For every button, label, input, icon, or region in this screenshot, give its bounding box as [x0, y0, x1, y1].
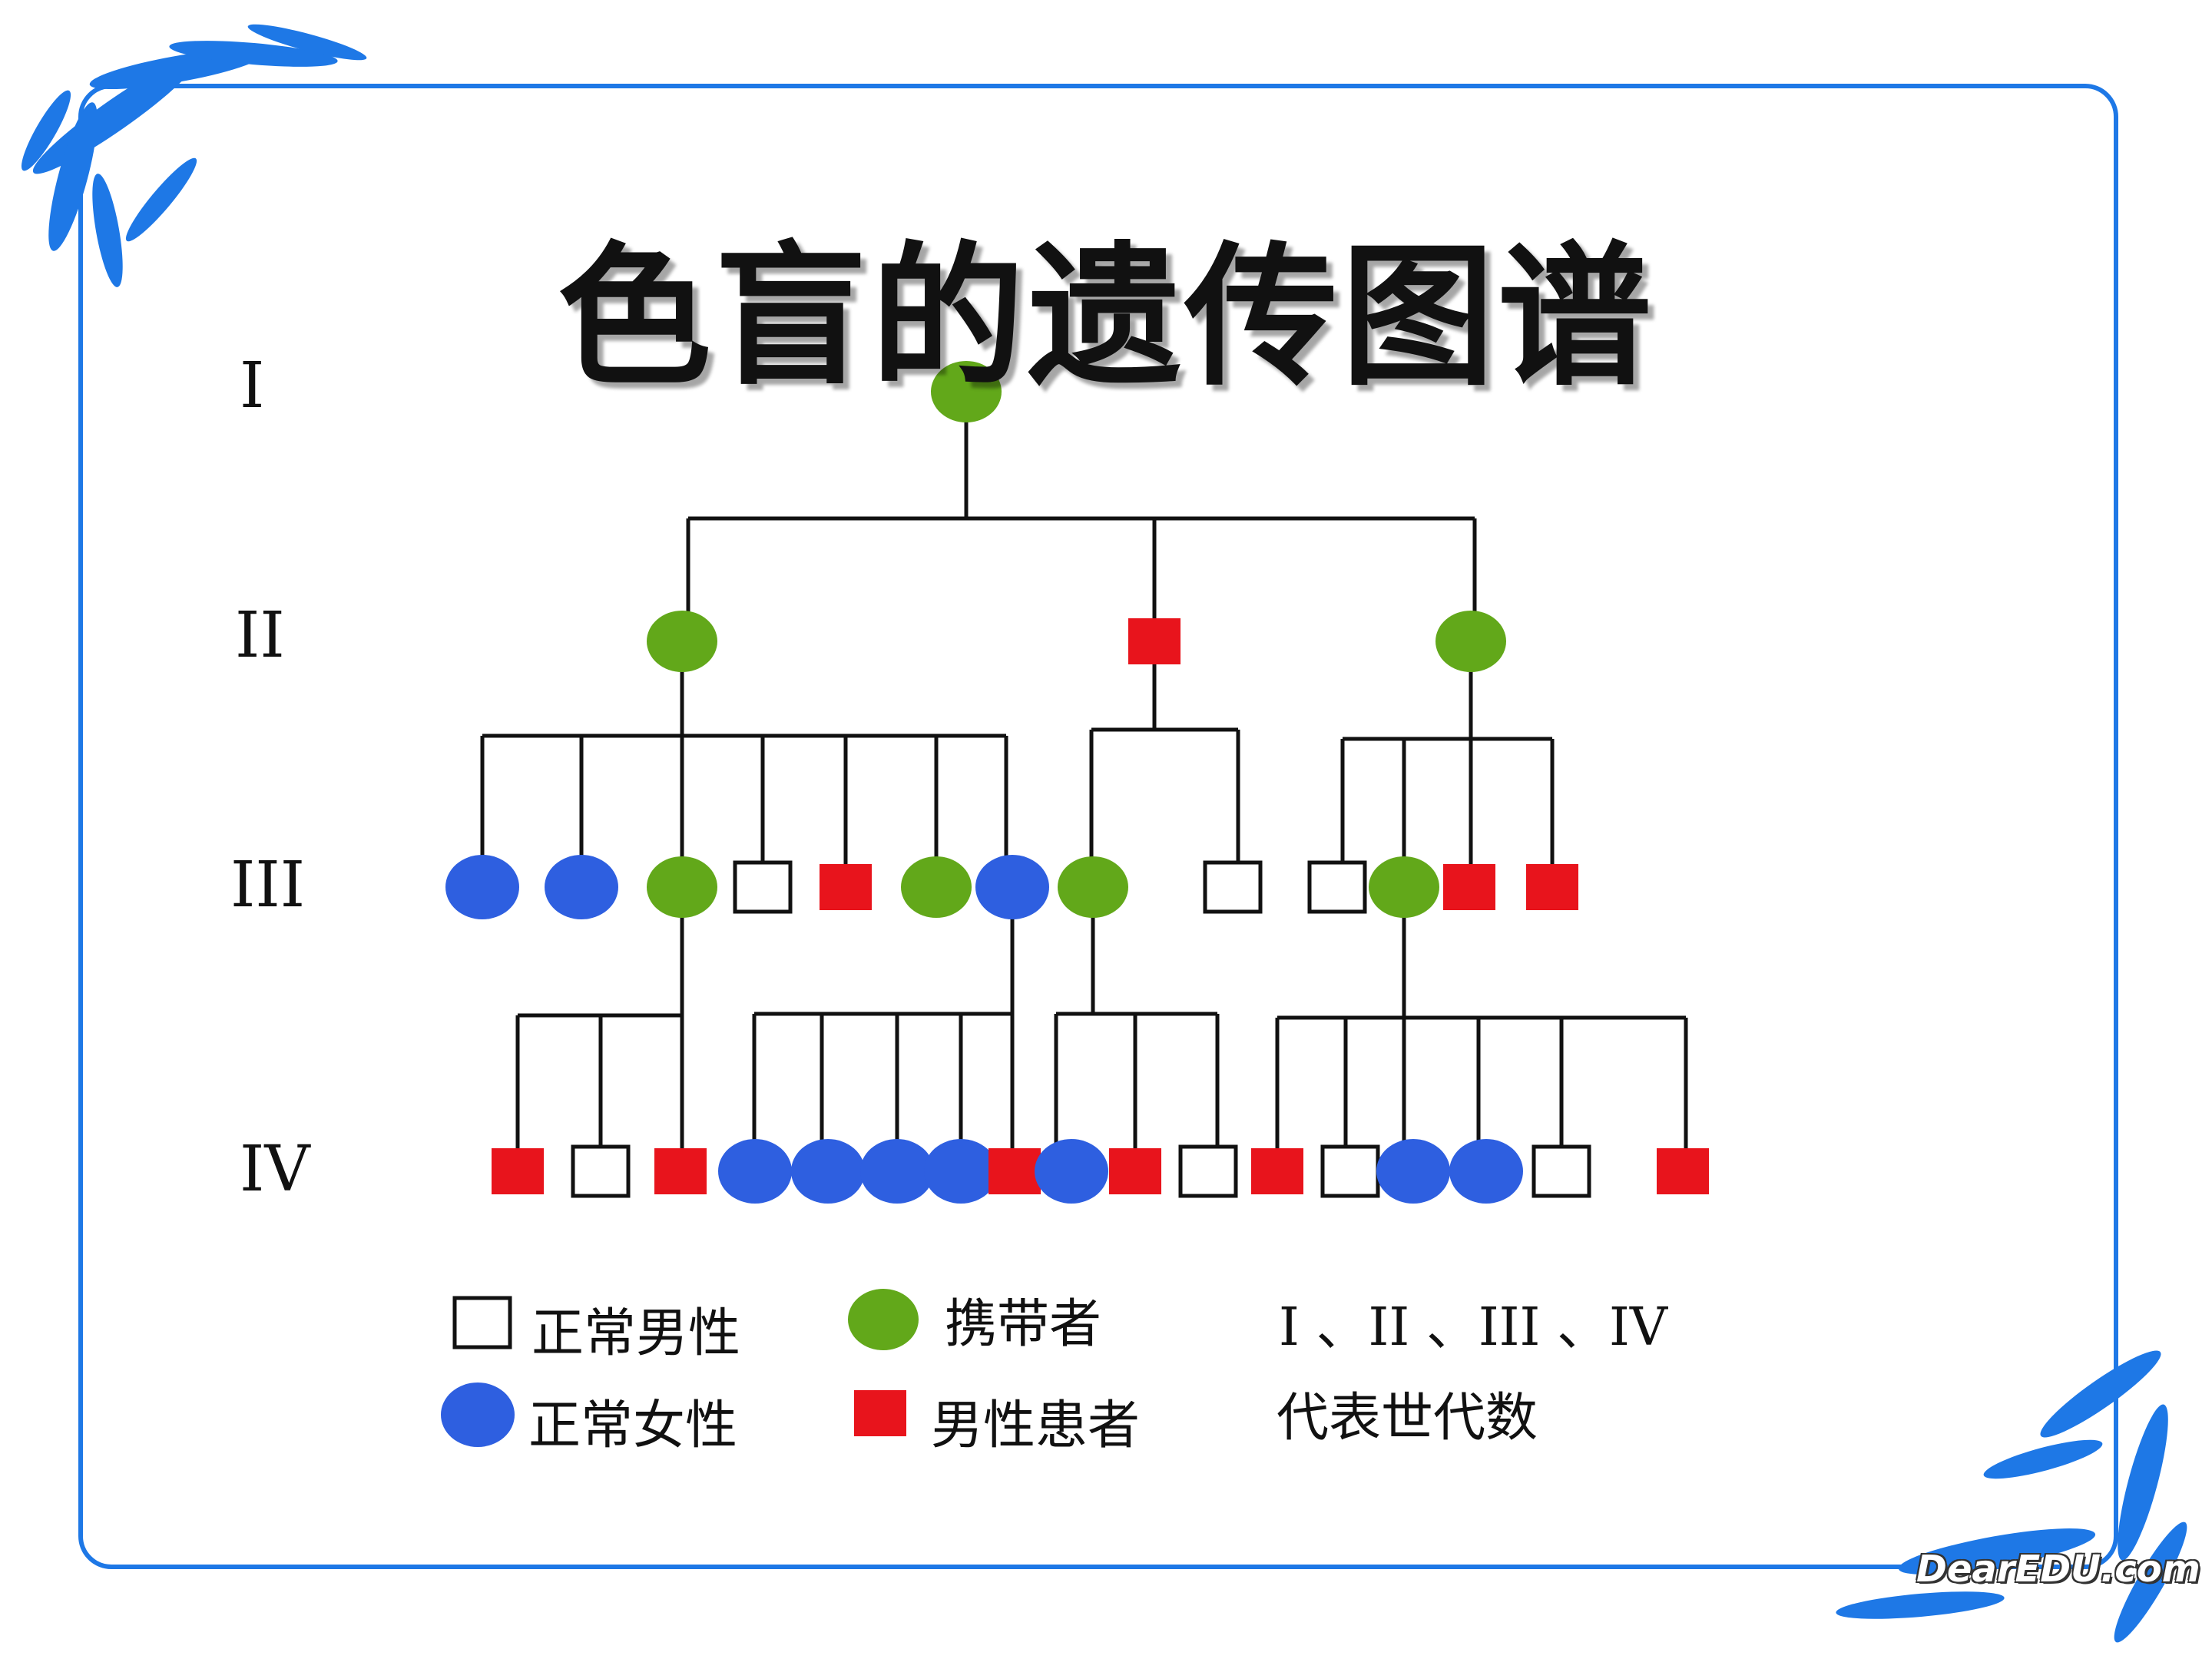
- decor-petal: [2114, 1522, 2187, 1643]
- legend-affected-male-icon: [854, 1390, 906, 1436]
- gen4-normal-female: [860, 1139, 934, 1204]
- gen1-carrier: [931, 361, 1002, 422]
- site-logo: DearEDU.com: [1916, 1548, 2200, 1591]
- decor-petal: [247, 24, 367, 61]
- gen3-carrier: [1369, 856, 1439, 918]
- gen2-carrier: [647, 611, 717, 672]
- decor-petal: [2040, 1350, 2161, 1438]
- gen4-normal-female: [1449, 1139, 1523, 1204]
- gen3-normal-female: [975, 855, 1049, 919]
- page-title: 色盲的遗传图谱: [557, 228, 1654, 407]
- decor-petal: [48, 102, 98, 251]
- generation-label-3: III: [230, 849, 306, 922]
- gen3-normal-male: [1203, 860, 1263, 914]
- gen2-carrier: [1435, 611, 1506, 672]
- legend-symbols: [441, 1289, 919, 1447]
- legend-normal-male-icon: [452, 1296, 512, 1349]
- gen4-affected-male: [988, 1148, 1041, 1194]
- gen3-carrier: [647, 856, 717, 918]
- generation-label-2: II: [235, 599, 285, 672]
- slide-frame: [78, 84, 2118, 1569]
- legend-normal-female: 正常女性: [528, 1396, 738, 1456]
- decor-petal: [1898, 1528, 2096, 1575]
- gen4-affected-male: [1251, 1148, 1303, 1194]
- legend-affected-male: 男性患者: [931, 1396, 1141, 1456]
- gen3-affected-male: [1443, 864, 1495, 910]
- legend-normal-female-icon: [441, 1382, 515, 1447]
- generation-label-1: I: [240, 349, 265, 422]
- gen3-normal-female: [545, 855, 618, 919]
- legend-carrier-icon: [848, 1289, 919, 1350]
- pedigree-lines: [480, 392, 1688, 1171]
- gen2-affected-male: [1128, 618, 1181, 664]
- decor-petal: [169, 41, 338, 67]
- gen3-affected-male: [1526, 864, 1578, 910]
- gen3-carrier: [1058, 856, 1128, 918]
- gen3-normal-female: [445, 855, 519, 919]
- gen4-normal-female: [718, 1139, 792, 1204]
- legend-carrier: 携带者: [945, 1294, 1102, 1355]
- gen3-carrier: [901, 856, 972, 918]
- generation-label-4: IV: [240, 1133, 310, 1206]
- gen4-affected-male: [492, 1148, 544, 1194]
- decor-petal: [21, 90, 71, 171]
- gen4-affected-male: [1109, 1148, 1161, 1194]
- gen4-normal-male: [1532, 1144, 1591, 1198]
- gen4-affected-male: [654, 1148, 707, 1194]
- gen4-normal-female: [791, 1139, 865, 1204]
- gen4-normal-male: [1320, 1144, 1380, 1198]
- gen4-normal-female: [1035, 1139, 1108, 1204]
- gen4-affected-male: [1657, 1148, 1709, 1194]
- decor-petal: [92, 174, 123, 287]
- legend-normal-male: 正常男性: [531, 1303, 741, 1364]
- pedigree-symbols: [445, 361, 1709, 1204]
- gen3-affected-male: [820, 864, 872, 910]
- decor-petal: [125, 157, 197, 242]
- gen3-normal-male: [1307, 860, 1367, 914]
- gen4-normal-male: [1178, 1144, 1238, 1198]
- gen4-normal-female: [924, 1139, 998, 1204]
- decor-petal: [1983, 1439, 2103, 1479]
- legend-generation-symbols: I 、II 、III 、IV: [1279, 1297, 1667, 1358]
- decor-petal: [1836, 1591, 2005, 1619]
- background-decoration: [21, 24, 2187, 1643]
- decor-petal: [2118, 1404, 2168, 1561]
- gen3-normal-male: [733, 860, 793, 914]
- gen4-normal-male: [571, 1144, 631, 1198]
- legend-generation-caption: 代表世代数: [1277, 1388, 1538, 1449]
- gen4-normal-female: [1376, 1139, 1450, 1204]
